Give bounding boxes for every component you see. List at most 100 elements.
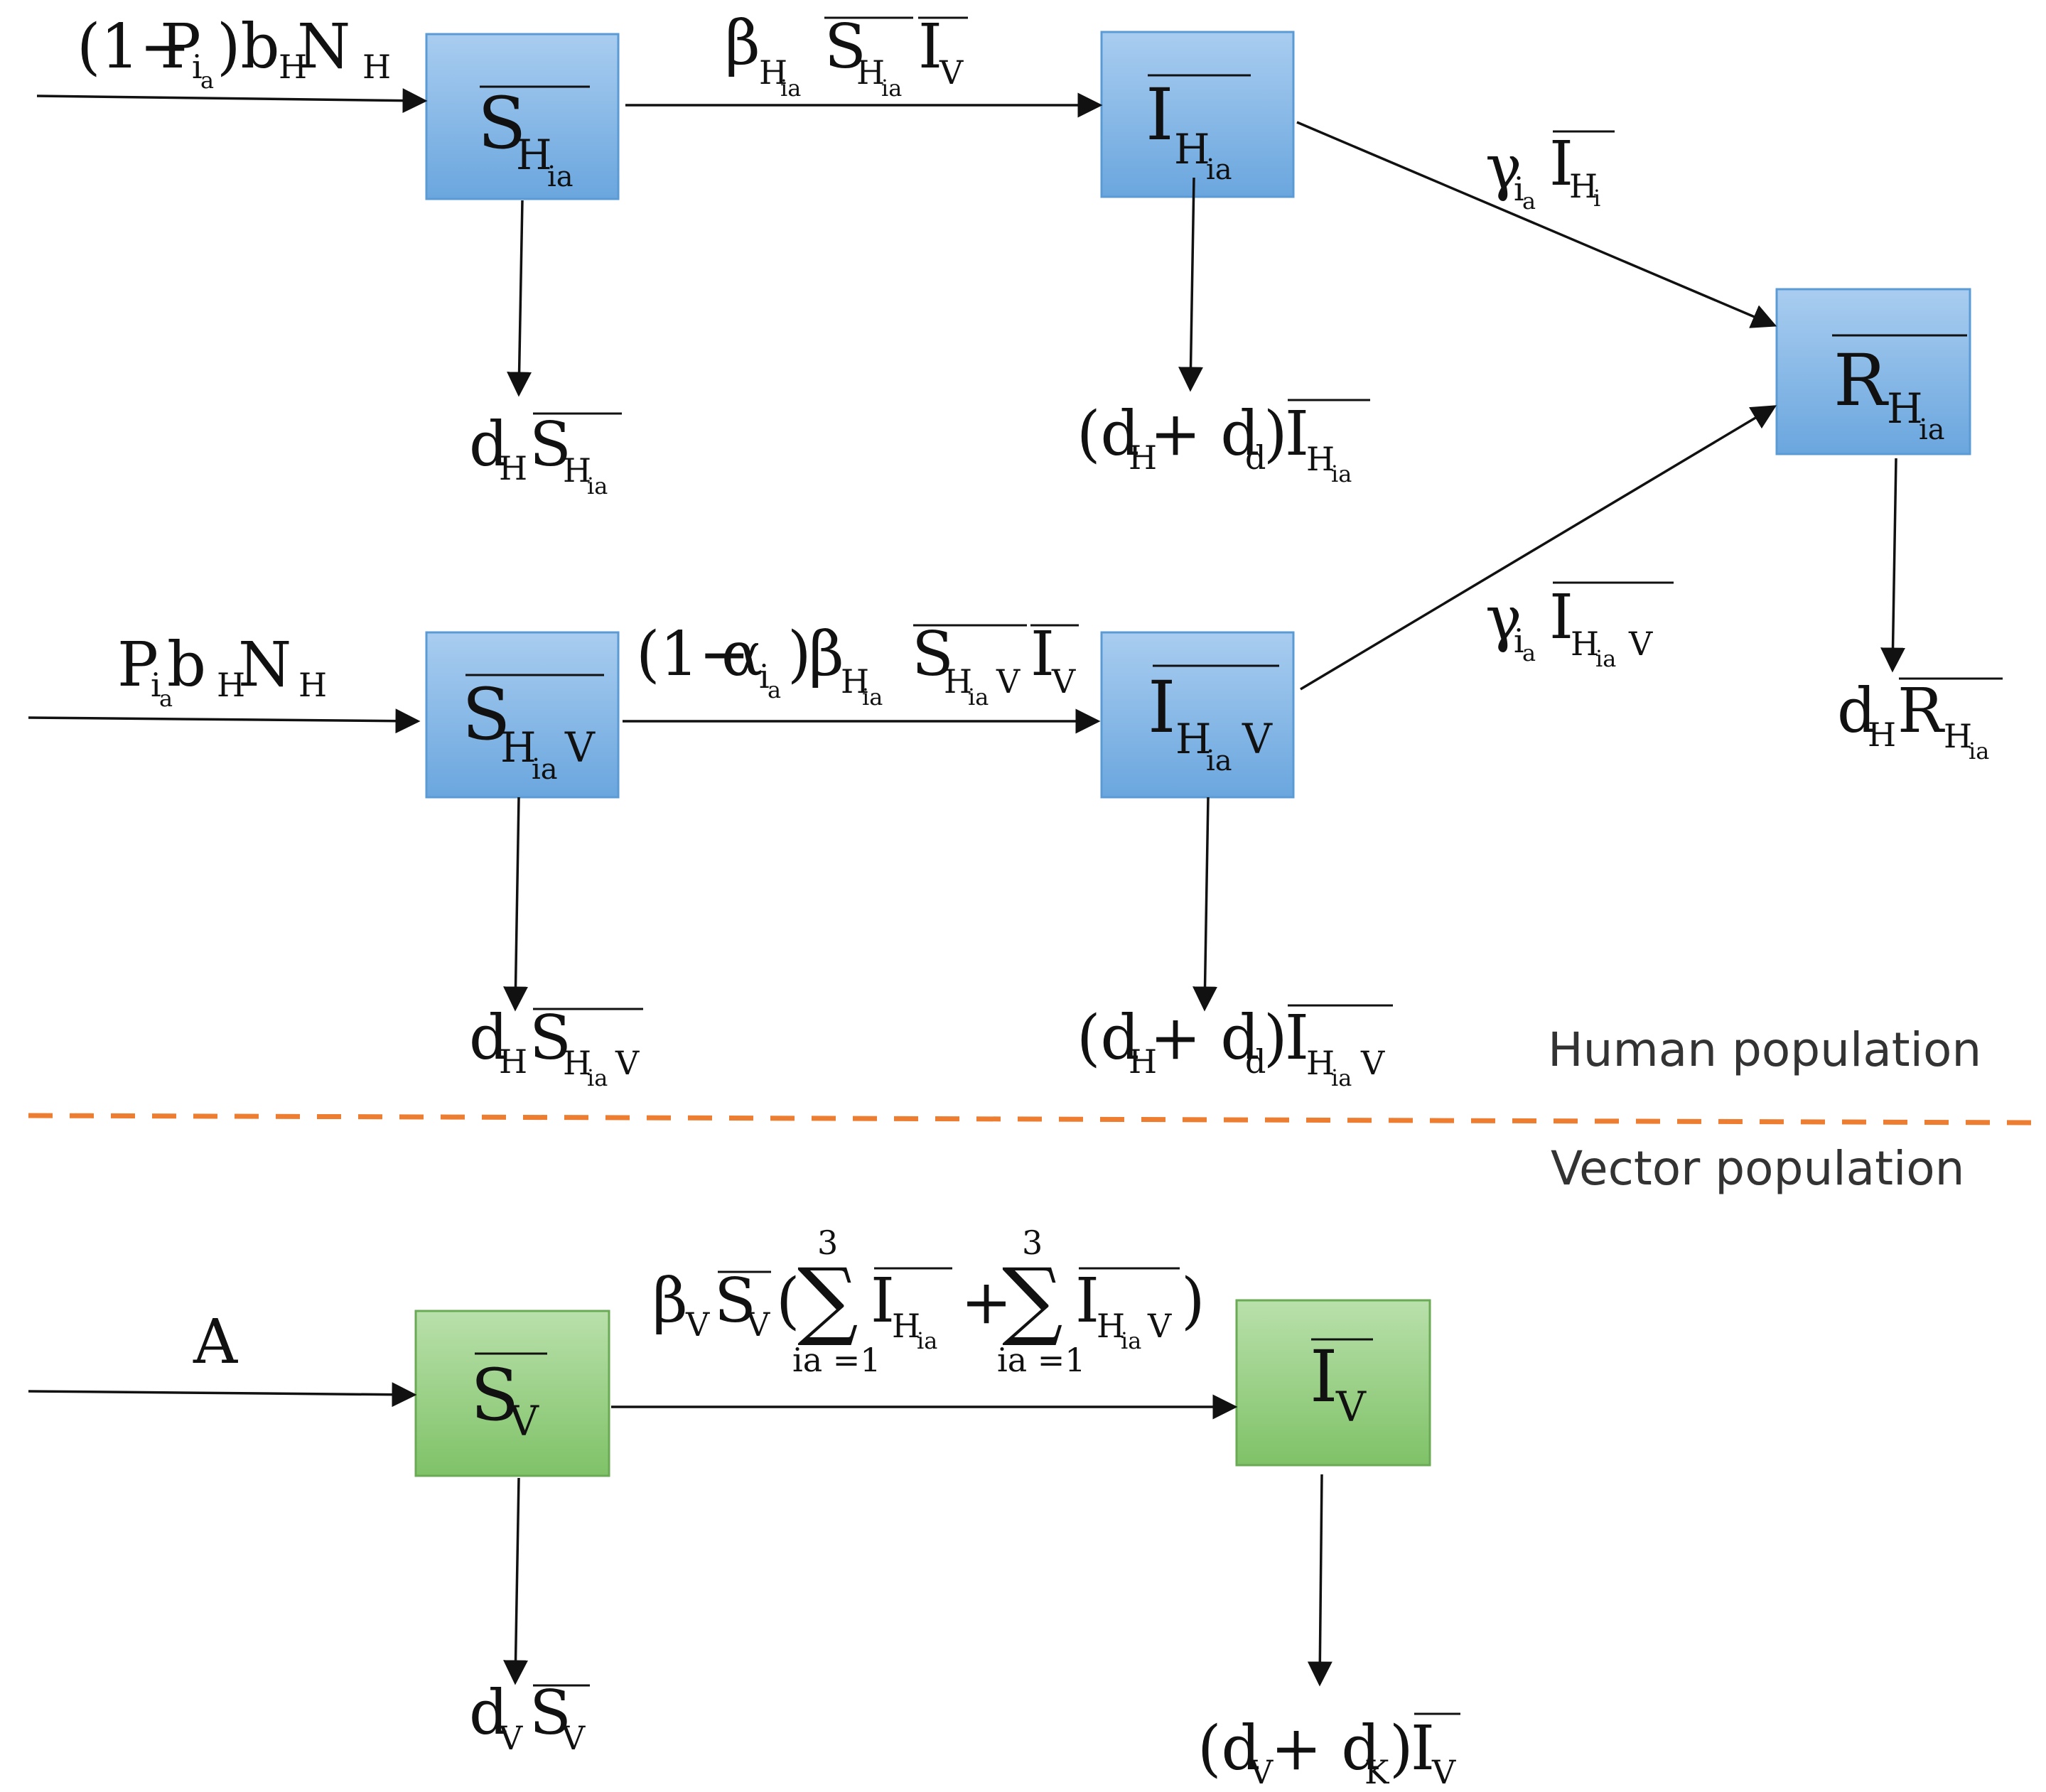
in-S-H-b-sub: H — [279, 48, 307, 86]
S-V-to-I-V-S-sub: V — [745, 1305, 770, 1344]
box-R-H-sub: H — [1887, 384, 1923, 433]
box-I-HV-subsub: ia — [1206, 745, 1232, 777]
out-S-HV-d: d — [469, 1003, 508, 1074]
in-S-HV-b: b — [167, 630, 206, 701]
out-R-H-X-sub: H — [1944, 717, 1972, 755]
arrow-I-V-out — [1307, 1474, 1332, 1687]
arrow-R-H-out — [1880, 458, 1906, 673]
out-I-V-d1-sub: V — [1249, 1753, 1274, 1791]
out-I-HV-rp: ) — [1264, 1003, 1288, 1074]
box-S-V-main: S — [470, 1354, 519, 1437]
box-R-H-subsub: ia — [1919, 414, 1945, 446]
in-S-HV-N-sub: H — [298, 666, 327, 704]
out-I-HV-X: I — [1285, 1003, 1309, 1074]
in-S-H-N-sub: H — [362, 48, 391, 86]
I-HV-to-R-I-sub: H — [1571, 625, 1599, 663]
box-I-V: I V — [1235, 1299, 1431, 1467]
out-I-H-plus: + d — [1150, 399, 1259, 470]
out-I-H-X-sub: H — [1306, 440, 1335, 478]
S-H-to-I-H-I-sub: V — [939, 53, 964, 92]
out-S-HV-d-sub: H — [499, 1042, 527, 1081]
box-I-H-main: I — [1146, 73, 1174, 156]
box-I-V-main: I — [1310, 1335, 1338, 1418]
out-I-HV-d1-sub: H — [1129, 1042, 1157, 1081]
label-in-S-HV: P i a b H N H — [117, 630, 327, 712]
I-H-to-R-gamma: γ — [1485, 132, 1522, 203]
arrow-in-S-HV — [28, 708, 421, 734]
arrows — [28, 88, 1906, 1687]
S-V-to-I-V-I1: I — [871, 1265, 895, 1337]
I-H-to-R-gamma-sub: i — [1514, 170, 1524, 208]
out-I-HV-X-subsub: ia — [1331, 1064, 1352, 1091]
label-human-population: Human population — [1548, 1022, 1981, 1077]
box-S-HV-subsub: ia — [532, 753, 558, 786]
I-HV-to-R-I: I — [1549, 582, 1573, 653]
arrow-S-HV-out — [503, 797, 529, 1012]
box-I-V-sub: V — [1335, 1383, 1367, 1431]
label-out-S-V: d V S V — [469, 1678, 590, 1757]
out-R-H-d-sub: H — [1868, 716, 1896, 754]
S-HV-to-I-HV-S: S — [912, 619, 954, 690]
box-S-V: S V — [414, 1310, 610, 1477]
S-V-to-I-V-beta-sub: V — [685, 1305, 710, 1344]
I-HV-to-R-gamma-subsub: a — [1522, 639, 1536, 666]
box-R-H-main: R — [1834, 339, 1889, 422]
box-S-H-subsub: ia — [547, 161, 574, 193]
S-V-to-I-V-I2-sub: H — [1097, 1307, 1125, 1345]
S-HV-to-I-HV-alpha-subsub: a — [768, 676, 781, 703]
out-I-H-X-subsub: ia — [1331, 460, 1352, 487]
S-HV-to-I-HV-lp: (1− — [636, 619, 750, 690]
in-S-H-lp: (1− — [77, 11, 190, 82]
label-S-H-to-I-H: β H ia S H ia I V — [725, 8, 968, 102]
out-I-HV-lp: (d — [1077, 1003, 1140, 1074]
S-HV-to-I-HV-beta-subsub: ia — [862, 684, 883, 711]
label-I-H-to-R-H: γ i a I H i — [1485, 129, 1615, 215]
out-S-H-d-sub: H — [499, 449, 527, 487]
S-V-to-I-V-sum1-top: 3 — [817, 1224, 838, 1262]
out-I-HV-X-sub: H — [1306, 1044, 1335, 1082]
S-V-to-I-V-rp: ) — [1181, 1265, 1205, 1337]
out-I-H-d2-sub: d — [1245, 438, 1266, 477]
S-HV-to-I-HV-I: I — [1030, 619, 1055, 690]
out-S-H-X-sub: H — [563, 451, 591, 490]
out-S-HV-X-sub: H — [563, 1044, 591, 1082]
label-S-V-to-I-V: β V S V ( 3 ∑ ia =1 I H ia + 3 ∑ ia =1 I… — [652, 1224, 1205, 1379]
out-I-H-lp: (d — [1077, 399, 1140, 470]
population-divider — [28, 1113, 2033, 1126]
label-out-R-H: d H R H ia — [1837, 676, 2003, 765]
S-V-to-I-V-I1-sub: H — [892, 1307, 920, 1345]
S-V-to-I-V-beta: β — [652, 1265, 688, 1337]
label-I-HV-to-R-H: γ i a I H ia V — [1485, 581, 1674, 672]
out-S-HV-X: S — [529, 1003, 571, 1074]
out-I-V-lp: (d — [1197, 1713, 1261, 1784]
out-I-HV-plus: + d — [1150, 1003, 1259, 1074]
out-S-HV-X-tail: V — [615, 1044, 640, 1082]
box-S-H-main: S — [478, 82, 527, 165]
out-S-V-d: d — [469, 1678, 508, 1749]
arrow-S-H-out — [507, 200, 532, 397]
box-I-H-sub: H — [1174, 125, 1210, 173]
in-S-H-subsub: a — [200, 67, 214, 94]
S-HV-to-I-HV-alpha: α — [721, 619, 763, 690]
I-H-to-R-I-subsub: i — [1593, 185, 1600, 212]
in-S-H-N: N — [297, 11, 350, 82]
S-HV-to-I-HV-S-subsub: ia — [968, 684, 989, 711]
S-H-to-I-H-beta-subsub: ia — [780, 75, 801, 102]
box-I-HV: I H ia V — [1100, 631, 1295, 799]
box-S-V-sub: V — [508, 1397, 539, 1445]
S-HV-to-I-HV-beta-sub: H — [841, 662, 869, 701]
in-S-HV-subsub: a — [159, 685, 173, 712]
out-S-H-X: S — [529, 409, 571, 480]
S-H-to-I-H-S-subsub: ia — [881, 75, 902, 102]
box-S-H: S H ia — [425, 33, 620, 200]
S-V-to-I-V-sum1: ∑ — [797, 1251, 858, 1349]
box-S-HV-tail: V — [564, 723, 596, 772]
S-HV-to-I-HV-I-sub: V — [1051, 662, 1076, 701]
S-HV-to-I-HV-rp: ) — [787, 619, 812, 690]
out-I-HV-X-tail: V — [1360, 1044, 1385, 1082]
S-V-to-I-V-sum2: ∑ — [1002, 1251, 1063, 1349]
out-I-V-plus: + d — [1271, 1713, 1380, 1784]
out-S-H-X-subsub: ia — [587, 473, 608, 500]
in-S-HV-P: P — [117, 630, 158, 701]
box-S-H-sub: H — [516, 131, 552, 179]
